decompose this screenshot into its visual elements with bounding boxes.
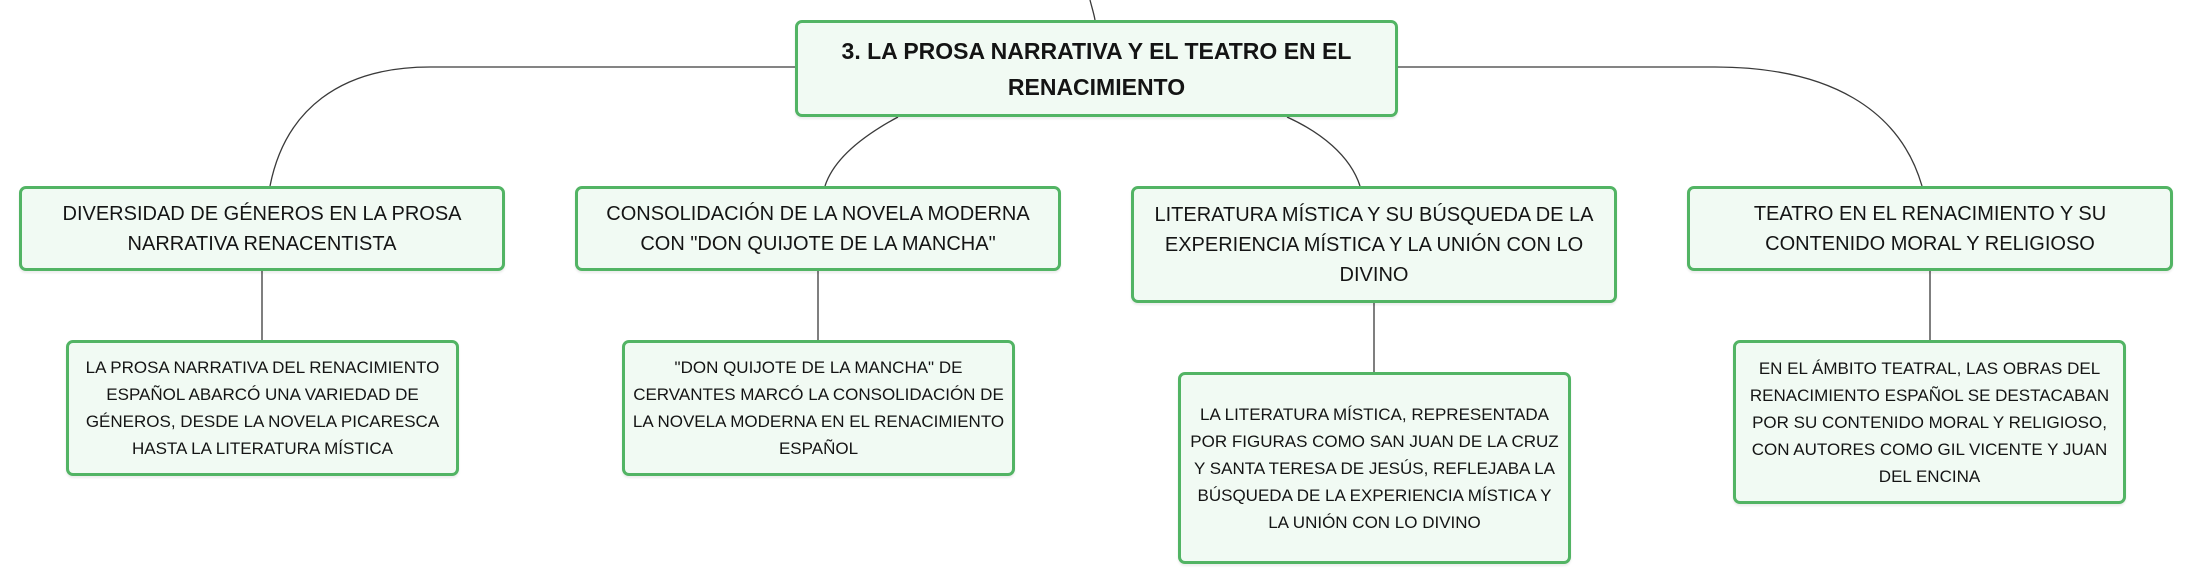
- detail-node-1[interactable]: LA PROSA NARRATIVA DEL RENACIMIENTO ESPA…: [66, 340, 459, 476]
- detail-text-3: LA LITERATURA MÍSTICA, REPRESENTADA POR …: [1190, 404, 1559, 532]
- root-topic-node[interactable]: 3. LA PROSA NARRATIVA Y EL TEATRO EN EL …: [795, 20, 1398, 117]
- branch-label-1: DIVERSIDAD DE GÉNEROS EN LA PROSA NARRAT…: [62, 202, 462, 255]
- branch-label-3: LITERATURA MÍSTICA Y SU BÚSQUEDA DE LA E…: [1154, 203, 1594, 286]
- connector-root-branch-3: [1286, 116, 1361, 187]
- branch-node-3[interactable]: LITERATURA MÍSTICA Y SU BÚSQUEDA DE LA E…: [1131, 186, 1617, 303]
- detail-node-4[interactable]: EN EL ÁMBITO TEATRAL, LAS OBRAS DEL RENA…: [1733, 340, 2126, 504]
- connector-root-branch-4: [1398, 66, 1923, 187]
- branch-node-2[interactable]: CONSOLIDACIÓN DE LA NOVELA MODERNA CON "…: [575, 186, 1061, 271]
- branch-label-4: TEATRO EN EL RENACIMIENTO Y SU CONTENIDO…: [1753, 202, 2107, 255]
- connector-root-branch-1: [269, 66, 795, 187]
- detail-node-3[interactable]: LA LITERATURA MÍSTICA, REPRESENTADA POR …: [1178, 372, 1571, 564]
- root-topic-label: 3. LA PROSA NARRATIVA Y EL TEATRO EN EL …: [841, 37, 1352, 100]
- parent-connector: [1089, 0, 1096, 21]
- connector-root-branch-2: [824, 116, 899, 187]
- branch-node-4[interactable]: TEATRO EN EL RENACIMIENTO Y SU CONTENIDO…: [1687, 186, 2173, 271]
- detail-text-1: LA PROSA NARRATIVA DEL RENACIMIENTO ESPA…: [85, 358, 440, 458]
- detail-text-2: "DON QUIJOTE DE LA MANCHA" DE CERVANTES …: [632, 358, 1005, 458]
- detail-text-4: EN EL ÁMBITO TEATRAL, LAS OBRAS DEL RENA…: [1749, 358, 2110, 486]
- detail-node-2[interactable]: "DON QUIJOTE DE LA MANCHA" DE CERVANTES …: [622, 340, 1015, 476]
- branch-label-2: CONSOLIDACIÓN DE LA NOVELA MODERNA CON "…: [606, 202, 1030, 255]
- branch-node-1[interactable]: DIVERSIDAD DE GÉNEROS EN LA PROSA NARRAT…: [19, 186, 505, 271]
